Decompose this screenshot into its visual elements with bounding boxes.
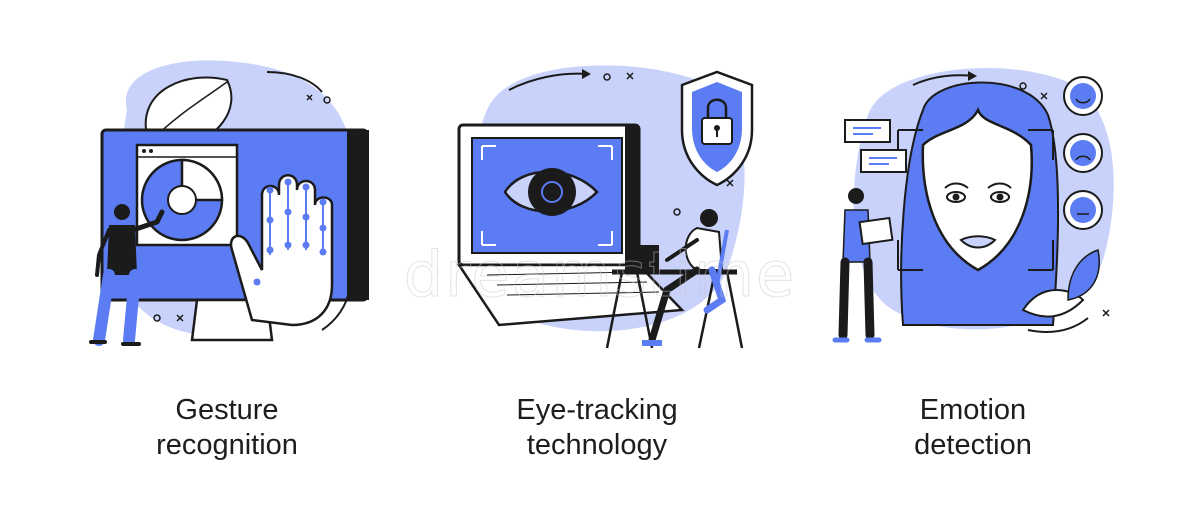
gesture-recognition-icon [89,60,369,346]
caption-line: Emotion [919,394,1027,426]
caption-line: technology [526,429,668,461]
caption-emotion-detection: Emotion detection [773,393,1173,463]
caption-eye-tracking-technology: Eye-tracking technology [397,393,797,463]
caption-gesture-recognition: Gesture recognition [27,393,427,463]
eye-tracking-icon [456,65,754,349]
watermark: dreamstime [403,238,797,312]
panel-eye-tracking-technology: Eye-tracking technology [397,0,797,515]
panel-emotion-detection: Emotion detection [773,0,1173,515]
emotion-detection-icon [832,67,1114,343]
caption-line: recognition [156,429,298,461]
caption-line: Gesture [175,394,279,426]
caption-line: Eye-tracking [516,394,678,426]
panel-gesture-recognition: Gesture recognition [27,0,427,515]
caption-line: detection [914,429,1032,461]
